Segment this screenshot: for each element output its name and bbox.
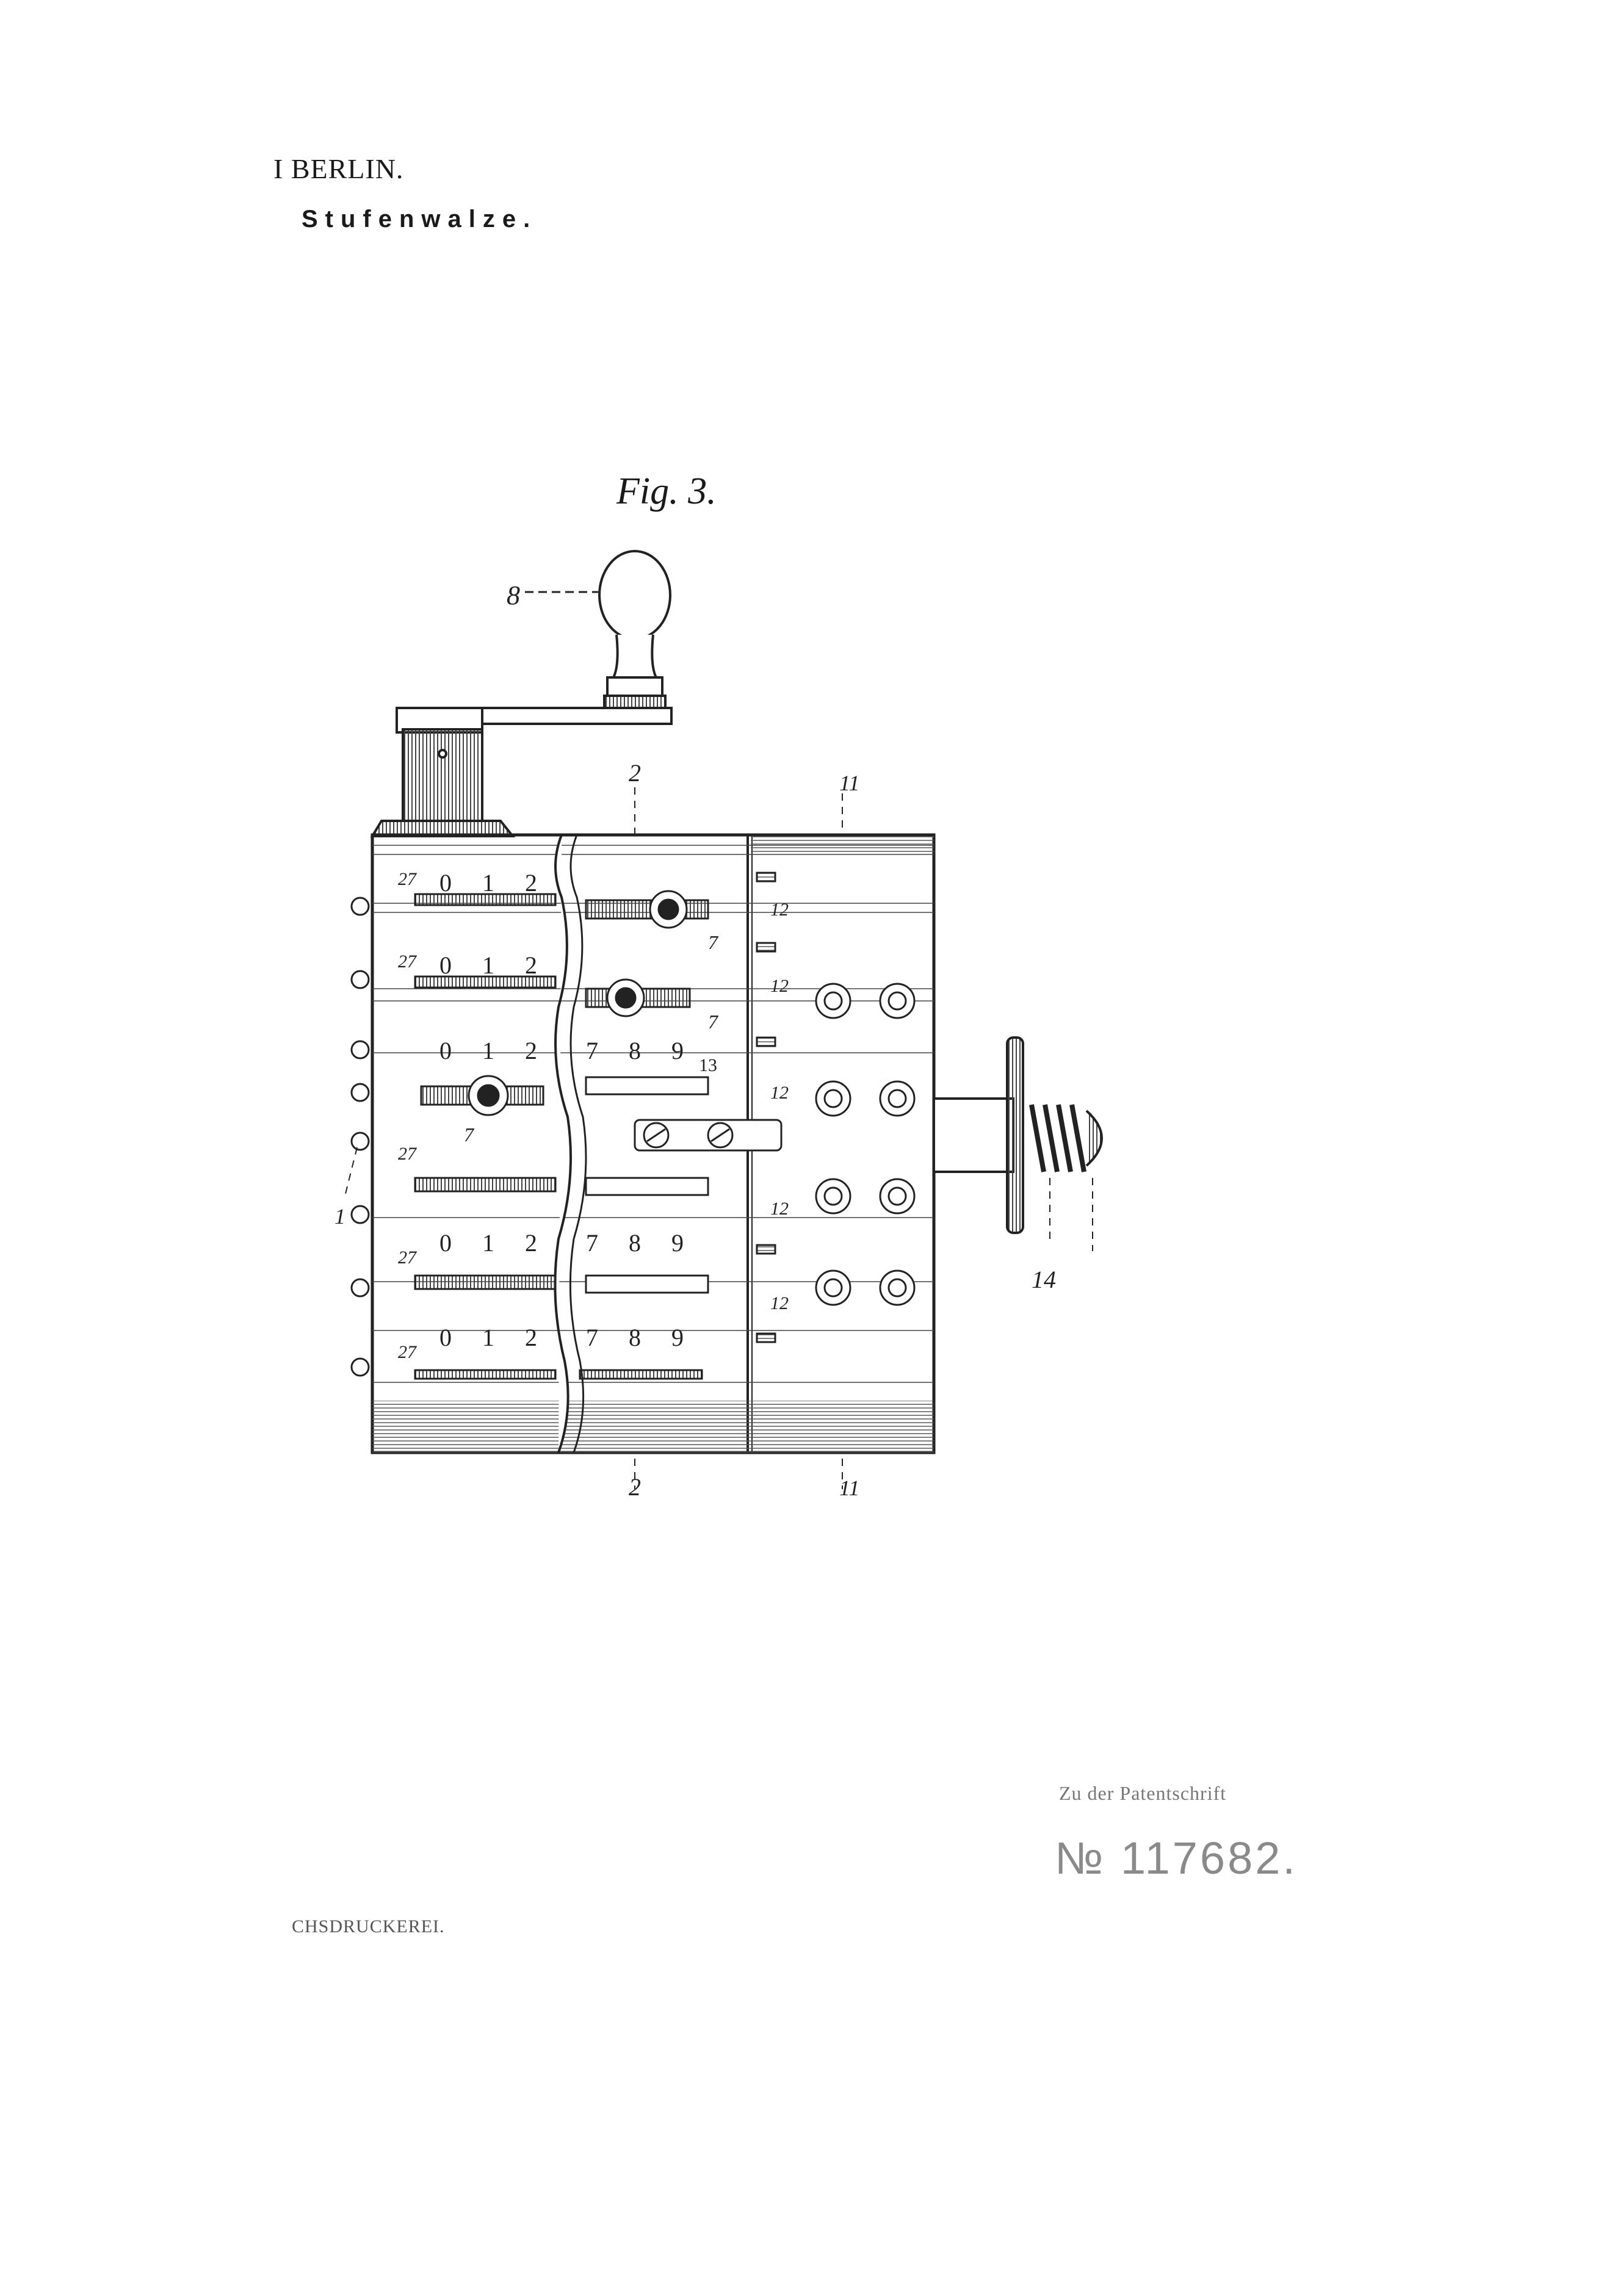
svg-text:1: 1 (334, 1204, 345, 1229)
spring-axle (933, 1036, 1103, 1234)
header-title: Stufenwalze. (302, 206, 538, 233)
svg-text:1: 1 (482, 1324, 494, 1351)
svg-text:2: 2 (525, 1324, 537, 1351)
svg-text:7: 7 (708, 931, 719, 953)
svg-text:12: 12 (770, 1199, 789, 1219)
svg-text:0: 0 (439, 1229, 452, 1257)
svg-text:7: 7 (464, 1124, 475, 1146)
svg-text:27: 27 (398, 1144, 417, 1164)
plate-13 (634, 1119, 783, 1152)
svg-text:0: 0 (439, 869, 452, 897)
left-rollers (350, 897, 370, 1377)
svg-text:0: 0 (439, 1037, 452, 1064)
scale-slots (414, 893, 709, 1380)
patent-number: № 117682. (1055, 1833, 1298, 1883)
svg-text:11: 11 (839, 1476, 859, 1500)
crank-shaft (370, 707, 516, 837)
svg-text:2: 2 (525, 869, 537, 897)
svg-text:2: 2 (525, 951, 537, 979)
svg-text:27: 27 (398, 869, 417, 889)
svg-text:8: 8 (629, 1229, 641, 1257)
patent-reference: Zu der Patentschrift (1059, 1782, 1227, 1804)
crank-handle (426, 550, 673, 725)
svg-text:2: 2 (525, 1037, 537, 1064)
svg-text:12: 12 (770, 1293, 789, 1313)
svg-text:8: 8 (507, 580, 520, 610)
figure-caption: Fig. 3. (616, 471, 717, 512)
svg-text:9: 9 (671, 1229, 684, 1257)
printer-mark: CHSDRUCKEREI. (292, 1916, 445, 1937)
svg-text:1: 1 (482, 951, 494, 979)
svg-text:2: 2 (629, 1473, 641, 1501)
svg-text:7: 7 (586, 1324, 598, 1351)
svg-text:27: 27 (398, 1342, 417, 1362)
svg-text:8: 8 (629, 1037, 641, 1064)
svg-text:13: 13 (699, 1055, 717, 1075)
svg-text:27: 27 (398, 1247, 417, 1268)
slider-knobs (420, 890, 709, 1116)
svg-text:1: 1 (482, 869, 494, 897)
svg-text:7: 7 (586, 1037, 598, 1064)
svg-text:1: 1 (482, 1037, 494, 1064)
svg-text:1: 1 (482, 1229, 494, 1257)
svg-text:7: 7 (708, 1011, 719, 1033)
svg-text:2: 2 (629, 759, 641, 787)
right-section (756, 872, 916, 1343)
svg-text:11: 11 (839, 771, 859, 795)
header-city: I BERLIN. (273, 153, 404, 184)
svg-text:9: 9 (671, 1324, 684, 1351)
svg-text:27: 27 (398, 951, 417, 972)
svg-text:9: 9 (671, 1037, 684, 1064)
leader-lines (344, 787, 1093, 1489)
svg-text:8: 8 (629, 1324, 641, 1351)
svg-text:14: 14 (1032, 1266, 1056, 1293)
svg-text:7: 7 (586, 1229, 598, 1257)
svg-text:0: 0 (439, 1324, 452, 1351)
part-labels: 8 2 2 11 11 1 14 13 27 27 27 27 27 12 12… (334, 580, 1056, 1501)
drum-digits: 0 1 2 0 1 2 0 1 2 0 1 2 0 1 2 7 8 9 7 8 … (439, 869, 684, 1351)
svg-text:12: 12 (770, 900, 789, 920)
svg-text:12: 12 (770, 1083, 789, 1103)
svg-text:12: 12 (770, 976, 789, 996)
svg-text:2: 2 (525, 1229, 537, 1257)
svg-text:0: 0 (439, 951, 452, 979)
